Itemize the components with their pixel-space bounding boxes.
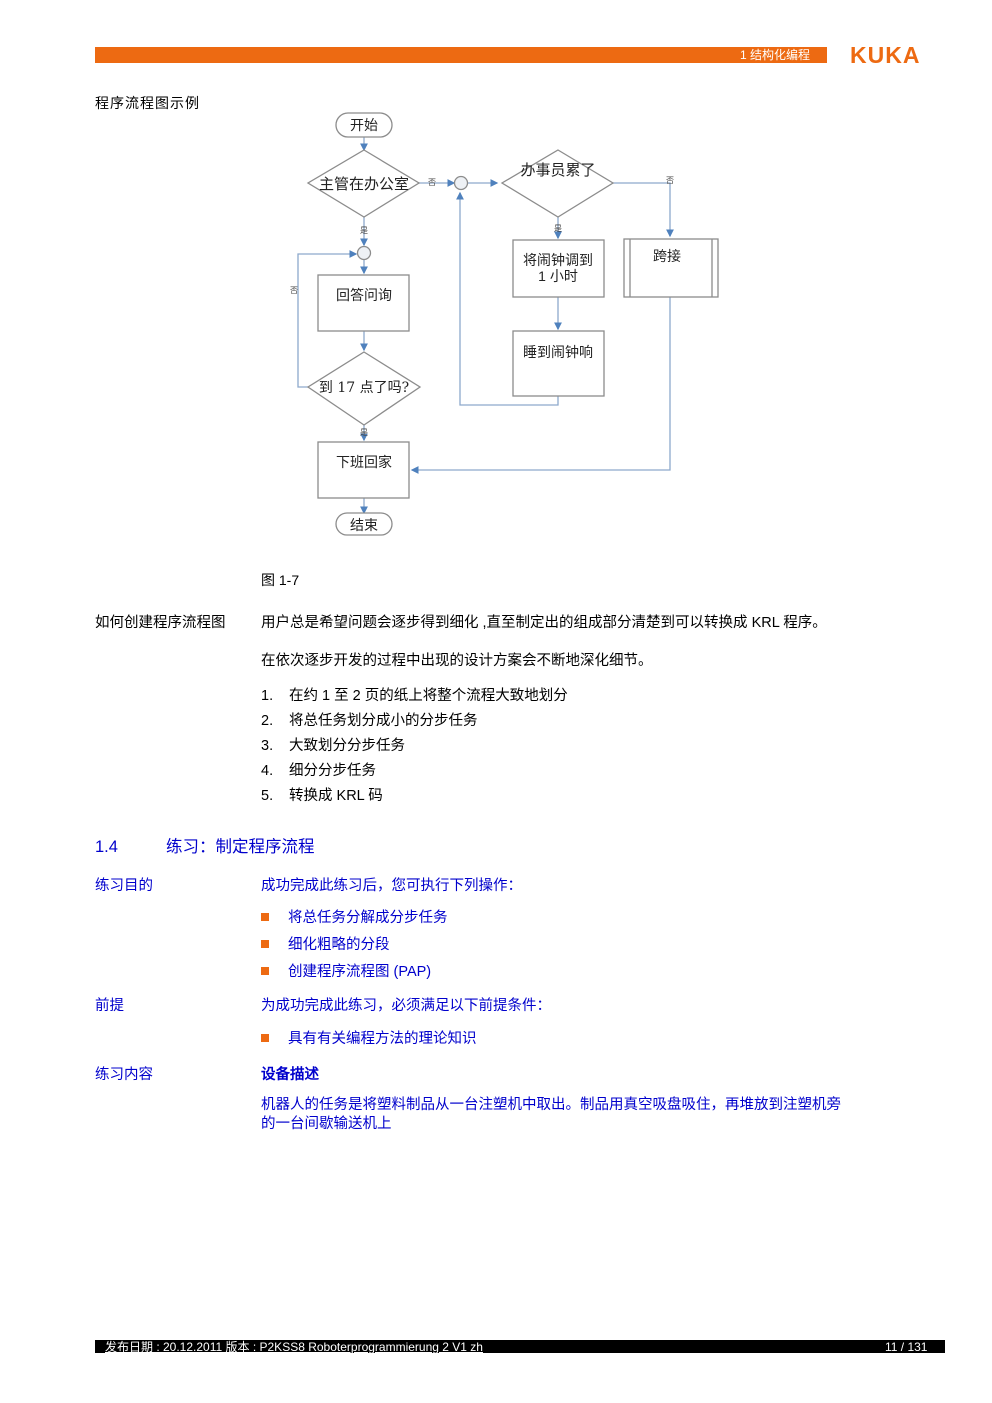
step-number: 2. <box>261 713 274 729</box>
how-to-para1: 用户总是希望问题会逐步得到细化 ,直至制定出的组成部分清楚到可以转换成 KRL … <box>261 615 827 631</box>
step-text: 转换成 KRL 码 <box>289 788 383 804</box>
header-bar <box>95 47 827 63</box>
node-decision-boss <box>306 149 421 218</box>
side-label-how-to: 如何创建程序流程图 <box>95 615 226 631</box>
node-end <box>335 512 393 536</box>
step-item: 3. 大致划分分步任务 <box>261 734 405 755</box>
goal-item: 细化粗略的分段 <box>261 933 390 954</box>
node-junction-left <box>356 245 372 261</box>
step-text: 在约 1 至 2 页的纸上将整个流程大致地划分 <box>289 688 568 704</box>
label-slack: 跨接 <box>653 248 681 265</box>
edge-time-no <box>297 250 358 388</box>
node-decision-time <box>306 351 422 426</box>
edge-label-tired-yes: 是 <box>554 224 562 233</box>
side-label-prereq: 前提 <box>95 998 124 1014</box>
figure-number: 图 1-7 <box>261 572 300 588</box>
section-title: 练习：制定程序流程 <box>166 838 315 856</box>
goal-item-text: 细化粗略的分段 <box>288 937 390 953</box>
content-heading: 设备描述 <box>261 1067 319 1083</box>
section-number: 1.4 <box>95 838 118 856</box>
label-decision-tired: 办事员累了 <box>520 161 595 179</box>
node-start <box>335 112 393 138</box>
step-item: 1. 在约 1 至 2 页的纸上将整个流程大致地划分 <box>261 684 568 705</box>
step-number: 5. <box>261 788 274 804</box>
edge-slack-home <box>410 297 671 474</box>
step-number: 1. <box>261 688 274 704</box>
bullet-icon <box>261 1034 269 1042</box>
edge-label-time-no: 否 <box>290 286 298 295</box>
node-sleep <box>512 330 605 397</box>
label-sleep: 睡到闹钟响 <box>523 344 593 361</box>
node-answer <box>317 274 410 332</box>
step-number: 3. <box>261 738 274 754</box>
label-alarm-line1: 将闹钟调到 <box>523 252 593 269</box>
edge-tired-no <box>613 182 674 238</box>
bullet-icon <box>261 913 269 921</box>
footer-bar <box>95 1340 945 1353</box>
node-slack <box>623 238 719 298</box>
node-alarm <box>512 239 605 298</box>
edge-sleep-loop <box>456 191 559 406</box>
edge-label-time-yes: 是 <box>360 428 368 437</box>
how-to-para2: 在依次逐步开发的过程中出现的设计方案会不断地深化细节。 <box>261 653 653 669</box>
goal-intro: 成功完成此练习后，您可执行下列操作： <box>261 878 522 894</box>
prereq-item: 具有有关编程方法的理论知识 <box>261 1027 477 1048</box>
node-junction-right <box>453 175 469 191</box>
side-label-goal: 练习目的 <box>95 878 153 894</box>
bullet-icon <box>261 967 269 975</box>
header-gap <box>827 47 833 63</box>
goal-item: 将总任务分解成分步任务 <box>261 906 448 927</box>
step-text: 大致划分分步任务 <box>289 738 405 754</box>
goal-item-text: 创建程序流程图 (PAP) <box>288 964 432 980</box>
goal-item: 创建程序流程图 (PAP) <box>261 960 431 981</box>
label-go-home: 下班回家 <box>336 454 392 471</box>
side-label-content: 练习内容 <box>95 1067 153 1083</box>
goal-item-text: 将总任务分解成分步任务 <box>288 910 448 926</box>
label-end: 结束 <box>350 518 378 534</box>
step-item: 2. 将总任务划分成小的分步任务 <box>261 709 478 730</box>
flowchart: 开始 主管在办公室 回答问询 到 17 点了吗? 下班回家 结束 办事员累了 将… <box>290 112 719 536</box>
step-number: 4. <box>261 763 274 779</box>
kuka-logo: KUKA <box>850 42 921 68</box>
edge-label-boss-yes: 是 <box>360 226 368 235</box>
page-number: 11 / 131 <box>885 1340 928 1354</box>
footer-release-info: 发布日期 : 20.12.2011 版本 : P2KSS8 Roboterpro… <box>105 1340 483 1354</box>
prereq-item-text: 具有有关编程方法的理论知识 <box>288 1031 477 1047</box>
label-answer: 回答问询 <box>336 287 392 304</box>
step-text: 将总任务划分成小的分步任务 <box>289 713 478 729</box>
section-heading: 1.4 练习：制定程序流程 <box>95 833 315 857</box>
bullet-icon <box>261 940 269 948</box>
step-text: 细分分步任务 <box>289 763 376 779</box>
label-alarm-line2: 1 小时 <box>538 268 578 284</box>
label-start: 开始 <box>350 118 378 134</box>
label-decision-time: 到 17 点了吗? <box>319 380 409 396</box>
content-text: 机器人的任务是将塑料制品从一台注塑机中取出。制品用真空吸盘吸住，再堆放到注塑机旁… <box>261 1097 841 1132</box>
step-item: 4. 细分分步任务 <box>261 759 376 780</box>
chapter-title: 1 结构化编程 <box>740 48 811 62</box>
label-decision-boss: 主管在办公室 <box>319 175 409 193</box>
step-item: 5. 转换成 KRL 码 <box>261 784 383 805</box>
edge-label-boss-no: 否 <box>428 178 436 187</box>
node-go-home <box>317 441 410 499</box>
edge-label-tired-no: 否 <box>666 176 674 185</box>
node-decision-tired <box>500 149 615 218</box>
prereq-intro: 为成功完成此练习，必须满足以下前提条件： <box>261 998 551 1014</box>
figure-caption: 程序流程图示例 <box>95 95 200 111</box>
